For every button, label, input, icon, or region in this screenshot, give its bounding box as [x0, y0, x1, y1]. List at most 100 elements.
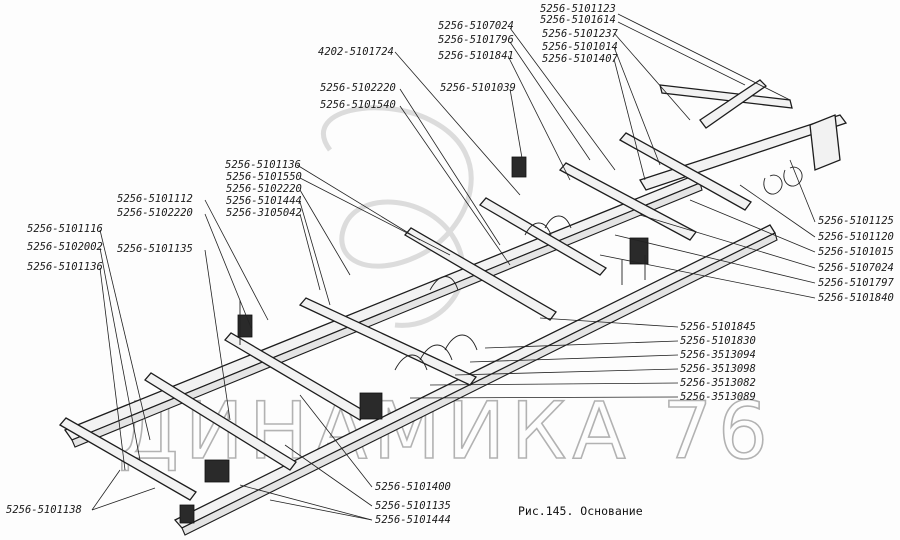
label-l15: 5256-5102220	[226, 183, 302, 195]
label-l20: 5256-5101116	[27, 223, 103, 235]
leader-l13	[296, 164, 421, 241]
leader-l06	[509, 27, 616, 171]
bracket-block-3	[359, 392, 383, 420]
leader-l07	[509, 41, 591, 161]
leader-l04	[613, 46, 661, 166]
leader-l38a	[239, 484, 373, 521]
label-l22: 5256-5101135	[117, 243, 193, 255]
spring-hanger-3	[444, 334, 478, 351]
leader-l31	[484, 340, 679, 349]
leader-l34	[429, 382, 679, 386]
label-l26: 5256-5101015	[818, 246, 894, 258]
label-l19: 5256-5102220	[117, 207, 193, 219]
towing-eye-1	[763, 174, 783, 195]
rear-corner-block	[179, 504, 195, 524]
leader-l16	[299, 201, 331, 306]
left-side-rail-flange	[71, 182, 703, 448]
leader-l28	[614, 234, 816, 284]
label-l18: 5256-5101112	[117, 193, 193, 205]
label-l28: 5256-5101797	[818, 277, 895, 289]
leader-l22	[204, 249, 231, 421]
label-l14: 5256-5101550	[226, 171, 302, 183]
label-l30: 5256-5101845	[680, 321, 756, 333]
label-l17: 5256-3105042	[226, 207, 302, 219]
leader-l10	[509, 88, 523, 159]
label-l33: 5256-3513098	[680, 363, 756, 375]
leader-l21	[99, 247, 141, 461]
watermark-logo-swirl	[320, 105, 474, 328]
towing-eye-2	[783, 166, 803, 187]
label-l10: 5256-5101039	[440, 82, 516, 94]
label-l25: 5256-5101120	[818, 231, 894, 243]
bracket-block-5	[204, 459, 230, 483]
label-l39: 5256-5101138	[6, 504, 82, 516]
leader-l27	[639, 214, 816, 269]
leader-l08	[507, 55, 571, 181]
leader-l20	[99, 229, 151, 441]
leader-l33	[454, 368, 679, 376]
label-l21: 5256-5102002	[27, 241, 103, 253]
leader-l39b	[91, 487, 156, 511]
label-l11: 5256-5102220	[320, 82, 396, 94]
label-l02: 5256-5101614	[540, 14, 616, 26]
leader-l17	[299, 213, 321, 291]
leader-l14	[299, 177, 451, 256]
leader-l24	[789, 159, 816, 223]
leader-l03	[613, 32, 691, 121]
label-l29: 5256-5101840	[818, 292, 894, 304]
label-l01: 5256-5101123	[540, 3, 616, 15]
label-l27: 5256-5107024	[818, 262, 894, 274]
label-l37: 5256-5101135	[375, 500, 451, 512]
leader-l30	[539, 317, 679, 328]
spring-hanger-4	[429, 276, 459, 291]
leader-l12	[399, 105, 511, 266]
label-l38: 5256-5101444	[375, 514, 451, 526]
label-l23: 5256-5101136	[27, 261, 103, 273]
leader-l37	[284, 444, 373, 507]
label-l07: 5256-5101796	[438, 34, 514, 46]
label-l36: 5256-5101400	[375, 481, 451, 493]
leader-l25	[739, 184, 816, 238]
leader-l15	[299, 189, 351, 276]
cross-member-3	[298, 297, 478, 386]
label-l05: 5256-5101407	[542, 53, 619, 65]
leader-l11	[399, 88, 501, 246]
leader-l23	[99, 267, 126, 471]
leader-l26	[689, 199, 816, 253]
leader-l35	[409, 396, 679, 399]
part-labels: 5256-5101123 5256-5101614 5256-5101237 5…	[6, 3, 895, 526]
leader-l01	[617, 13, 791, 101]
rear-hook-bracket	[809, 114, 841, 171]
cross-member-5	[478, 197, 608, 276]
bracket-block-1	[511, 156, 527, 178]
label-l03: 5256-5101237	[542, 28, 619, 40]
leader-l32	[469, 354, 679, 363]
front-tow-frame-arm-2	[699, 79, 768, 129]
label-l04: 5256-5101014	[542, 41, 618, 53]
leader-l09	[394, 51, 521, 196]
leader-l36	[299, 394, 373, 488]
label-l08: 5256-5101841	[438, 50, 514, 62]
label-l34: 5256-3513082	[680, 377, 756, 389]
label-l32: 5256-3513094	[680, 349, 756, 361]
leader-l18	[204, 199, 269, 321]
cross-member-1	[144, 372, 297, 471]
leader-l05	[613, 58, 646, 181]
label-l31: 5256-5101830	[680, 335, 756, 347]
spring-hanger-2	[419, 344, 453, 361]
leader-l29	[599, 254, 816, 299]
label-l09: 4202-5101724	[318, 46, 394, 58]
right-side-rail-flange	[181, 232, 778, 536]
leader-l39a	[91, 469, 121, 511]
label-l13: 5256-5101136	[225, 159, 301, 171]
leader-lines	[91, 13, 816, 521]
spring-hanger-5	[524, 222, 552, 236]
label-l35: 5256-3513089	[680, 391, 756, 403]
cross-member-7	[618, 132, 752, 211]
label-l12: 5256-5101540	[320, 99, 396, 111]
leader-l19	[204, 213, 253, 331]
figure-caption: Рис.145. Основание	[518, 504, 643, 518]
label-l06: 5256-5107024	[438, 20, 514, 32]
